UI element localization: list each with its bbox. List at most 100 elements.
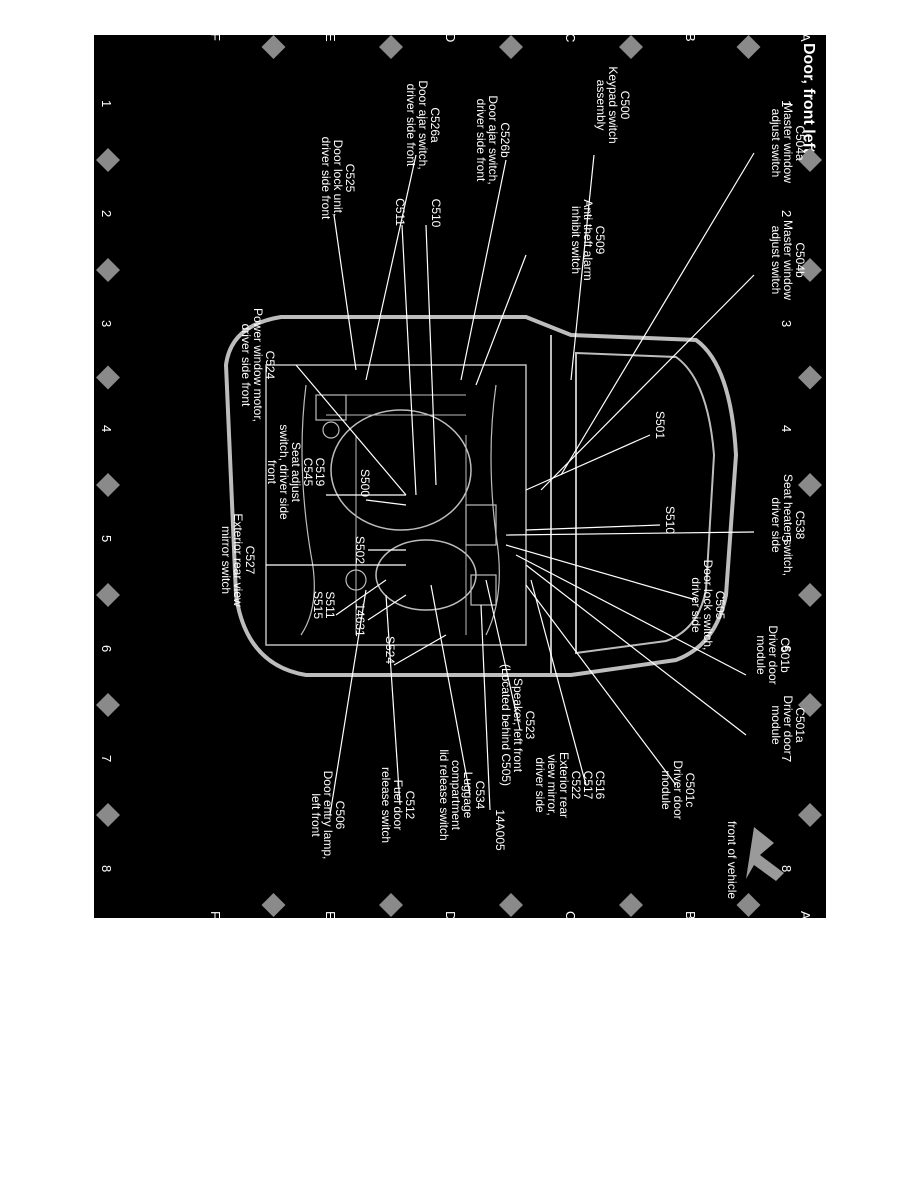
w14631-line-0: 14631 (353, 603, 367, 637)
s510-label: S510 (663, 506, 677, 534)
grid-col-6-top: 6 (779, 645, 794, 652)
c505-label: C505Door lock switch,driver side (689, 560, 727, 651)
grid-row-F-left: F (208, 35, 223, 41)
grid-col-5-bottom: 5 (99, 535, 114, 542)
grid-row-B-right: B (683, 911, 698, 918)
c509-line-0: C509 (593, 226, 607, 255)
w14a005-label: 14A005 (493, 809, 507, 851)
c512-line-0: C512 (403, 791, 417, 820)
s511-leader (335, 579, 387, 616)
c538-line-1: Seat heater switch, (781, 474, 795, 576)
grid-col-3-top: 3 (779, 320, 794, 327)
c524-line-0: C524 (263, 351, 277, 380)
c501b-line-0: C501b (778, 637, 792, 673)
c526a-line-0: C526a (428, 107, 442, 143)
c538-leader (505, 531, 755, 536)
c534-leader (430, 584, 471, 796)
c501b-leader (515, 554, 747, 676)
c526b-line-1: Door ajar switch, (486, 95, 500, 184)
c504b-label: C504bMaster windowadjust switch (769, 220, 807, 300)
c509-leader (475, 254, 527, 386)
s511-line-0: S511 (323, 591, 337, 618)
grid-diamond-right-1 (619, 893, 643, 917)
grid-diamond-top-3 (798, 473, 822, 497)
grid-row-E-left: E (323, 35, 338, 42)
grid-diamond-left-1 (619, 35, 643, 59)
grid-col-2-bottom: 2 (99, 210, 114, 217)
c501c-line-1: Driver door (671, 760, 685, 819)
c505-line-2: driver side (689, 577, 703, 633)
c519-line-0: C519 (313, 458, 327, 487)
grid-row-A-right: A (798, 911, 813, 918)
c501b-line-2: module (754, 635, 768, 675)
c501a-leader (525, 564, 747, 736)
c509-line-1: Anti-theft alarm (581, 199, 595, 280)
c516-line-2: C522 (569, 771, 583, 800)
grid-diamond-top-1 (798, 258, 822, 282)
c519-label: C519C545Seat adjustswitch, driver sidefr… (265, 424, 327, 520)
grid-row-D-right: D (443, 911, 458, 918)
c534-line-0: C534 (473, 781, 487, 810)
diagram-title: Door, front left (800, 43, 817, 154)
c501a-label: C501aDriver doormodule (769, 695, 807, 754)
c511-label: C511 (393, 198, 407, 226)
c525-label: C525Door lock unit,driver side front (319, 137, 357, 220)
grid-diamond-bottom-5 (96, 693, 120, 717)
c500-label: C500Keypad switchassembly (594, 66, 632, 143)
c523-line-0: C523 (523, 711, 537, 740)
c527-line-0: C527 (243, 546, 257, 575)
c516-line-0: C516 (593, 771, 607, 800)
s511-line-1: S515 (311, 591, 325, 619)
c524-line-2: driver side front (239, 324, 253, 407)
c523-leader (485, 579, 521, 731)
c526a-line-2: driver side front (404, 84, 418, 167)
front-of-vehicle-arrow: front of vehicle (725, 821, 784, 899)
w14631-label: 14631 (353, 603, 367, 637)
c512-line-1: Fuel door (391, 780, 405, 831)
grid-diamond-left-4 (261, 35, 286, 59)
c525-line-1: Door lock unit, (331, 140, 345, 217)
c504b-line-1: Master window (781, 220, 795, 300)
c506-line-2: left front (309, 793, 323, 837)
c506-leader (329, 589, 367, 816)
grid-diamond-markers (96, 35, 822, 917)
c501a-line-1: Driver door (781, 695, 795, 754)
s501-leader (525, 434, 651, 491)
s510-line-0: S510 (663, 506, 677, 534)
s501-label: S501 (653, 411, 667, 439)
c504b-leader (540, 274, 755, 491)
c526b-label: C526bDoor ajar switch,driver side front (474, 95, 512, 184)
c504a-label: C504aMaster windowadjust switch (769, 103, 807, 183)
c516-label: C516C517C522Exterior rearview mirror,dri… (533, 752, 607, 818)
grid-row-E-right: E (323, 911, 338, 918)
grid-diamond-left-2 (499, 35, 523, 59)
c500-line-1: Keypad switch (606, 66, 620, 143)
c501c-label: C501cDriver doormodule (659, 760, 697, 819)
c526a-leader (365, 154, 417, 381)
grid-diamond-top-5 (798, 693, 822, 717)
c501c-line-0: C501c (683, 773, 697, 808)
s500-label: S500 (358, 469, 372, 497)
c501a-line-0: C501a (793, 707, 807, 743)
c516-line-1: C517 (581, 771, 595, 800)
c525-line-2: driver side front (319, 137, 333, 220)
grid-diamond-bottom-4 (96, 583, 120, 607)
leader-lines (266, 152, 755, 816)
c534-line-2: compartment (449, 760, 463, 831)
grid-diamond-bottom-1 (96, 258, 120, 282)
c527-line-2: mirror switch (219, 526, 233, 594)
s524-leader (393, 634, 447, 666)
grid-diamond-top-6 (798, 803, 822, 827)
grid-row-B-left: B (683, 35, 698, 42)
c512-label: C512Fuel doorrelease switch (379, 767, 417, 843)
c526b-line-0: C526b (498, 122, 512, 158)
c534-line-1: Luggage (461, 772, 475, 819)
grid-col-7-top: 7 (779, 755, 794, 762)
c505-line-1: Door lock switch, (701, 560, 715, 651)
c516-leader (530, 579, 587, 786)
c501c-leader (525, 584, 677, 786)
grid-diamond-top-4 (798, 583, 822, 607)
s500-line-0: S500 (358, 469, 372, 497)
